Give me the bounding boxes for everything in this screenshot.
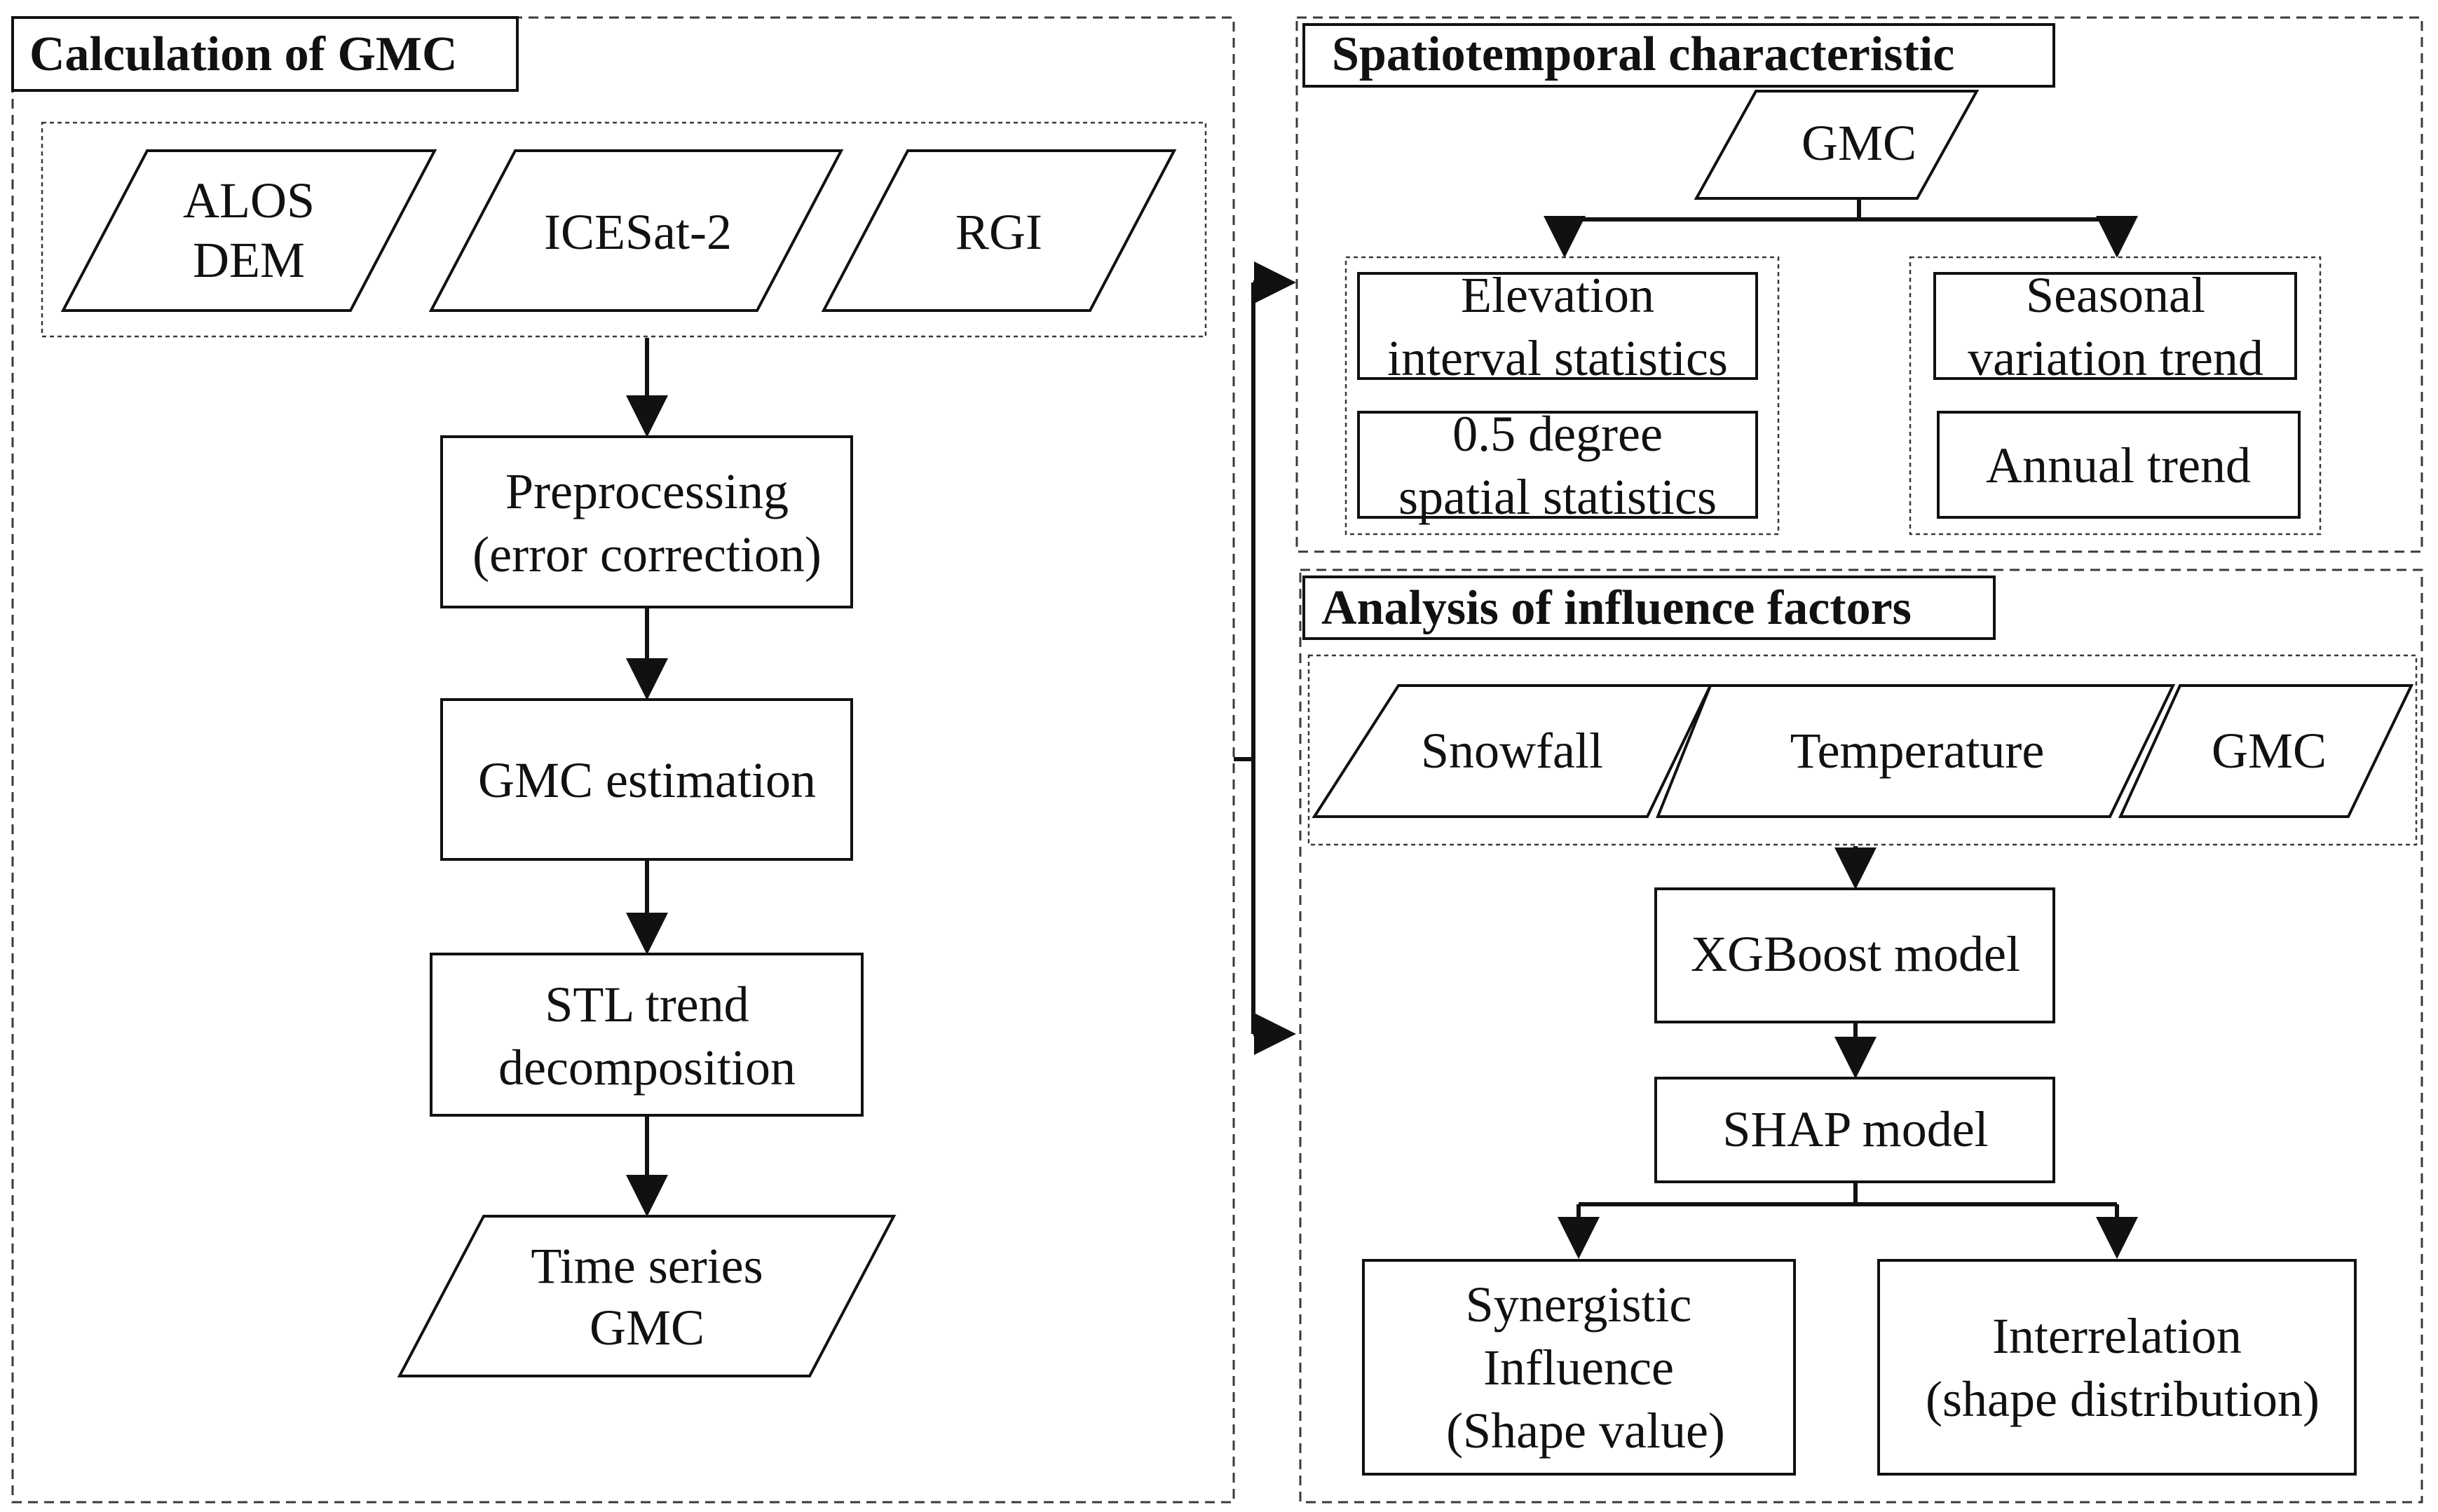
dem-label: DEM xyxy=(193,232,305,288)
gmc-estimation-label: GMC estimation xyxy=(478,752,816,808)
panel-influence: Analysis of influence factors Snowfall T… xyxy=(1299,568,2423,1504)
spatial-statistics-box: 0.5 degree spatial statistics xyxy=(1357,406,1758,525)
input-alos-dem: ALOS DEM xyxy=(60,149,437,312)
panel-spatiotemporal: Spatiotemporal characteristic GMC Elevat… xyxy=(1295,16,2423,553)
spatiotemporal-gmc-input: GMC xyxy=(1694,90,1980,200)
temperature-input: Temperature xyxy=(1656,684,2176,818)
annual-trend-box: Annual trend xyxy=(1937,411,2301,519)
shape-value-label: (Shape value) xyxy=(1446,1403,1725,1459)
spatiotemporal-gmc-label: GMC xyxy=(1802,115,1916,171)
rgi-label: RGI xyxy=(955,204,1042,260)
input-data-group xyxy=(41,121,1207,338)
preprocessing-box: Preprocessing (error correction) xyxy=(440,435,853,608)
error-correction-label: (error correction) xyxy=(472,526,822,583)
input-rgi: RGI xyxy=(821,149,1177,312)
influence-label: Influence xyxy=(1483,1340,1674,1396)
panel-spatiotemporal-title: Spatiotemporal characteristic xyxy=(1332,27,1954,81)
synergistic-influence-box: Synergistic Influence (Shape value) xyxy=(1362,1259,1796,1476)
interrelation-box: Interrelation (shape distribution) xyxy=(1877,1259,2357,1476)
panel-connector xyxy=(1234,261,1296,1055)
decomposition-label: decomposition xyxy=(498,1040,796,1096)
shape-distribution-label: (shape distribution) xyxy=(1926,1371,2320,1427)
factor-inputs-group xyxy=(1307,654,2418,846)
synergistic-label: Synergistic xyxy=(1466,1276,1692,1333)
xgboost-label: XGBoost model xyxy=(1691,926,2020,982)
seasonal-label: Seasonal xyxy=(2026,267,2205,323)
temperature-label: Temperature xyxy=(1790,723,2045,779)
alos-label: ALOS xyxy=(183,172,315,229)
variation-trend-label: variation trend xyxy=(1968,330,2263,386)
spatial-statistics-label: spatial statistics xyxy=(1398,469,1717,525)
timeseries-gmc-output: Time series GMC xyxy=(397,1215,897,1377)
xgboost-model-box: XGBoost model xyxy=(1654,887,2055,1023)
icesat2-label: ICESat-2 xyxy=(544,204,732,260)
seasonal-variation-box: Seasonal variation trend xyxy=(1933,267,2297,386)
panel-influence-title: Analysis of influence factors xyxy=(1321,581,1912,635)
panel-spatiotemporal-border xyxy=(1295,16,2423,553)
elevation-label: Elevation xyxy=(1461,267,1654,323)
panel-calculation-title-box xyxy=(11,16,519,92)
elevation-interval-box: Elevation interval statistics xyxy=(1357,267,1758,386)
interval-statistics-label: interval statistics xyxy=(1387,330,1728,386)
gmc-estimation-box: GMC estimation xyxy=(440,698,853,861)
shap-model-box: SHAP model xyxy=(1654,1077,2055,1183)
preprocessing-label: Preprocessing xyxy=(505,463,789,519)
influence-gmc-input: GMC xyxy=(2118,684,2414,818)
stl-decomposition-box: STL trend decomposition xyxy=(430,953,864,1117)
stl-trend-label: STL trend xyxy=(545,976,749,1033)
snowfall-input: Snowfall xyxy=(1312,684,1713,818)
panel-calculation-title: Calculation of GMC xyxy=(29,27,458,81)
panel-calculation-border xyxy=(11,16,1235,1504)
spatial-stats-group xyxy=(1344,256,1780,536)
panel-calculation: Calculation of GMC ALOS DEM ICESat-2 RGI… xyxy=(11,16,1235,1504)
annual-trend-label: Annual trend xyxy=(1986,437,2251,493)
influence-gmc-label: GMC xyxy=(2212,723,2327,779)
shap-label: SHAP model xyxy=(1722,1101,1988,1157)
half-degree-label: 0.5 degree xyxy=(1452,406,1663,462)
panel-influence-border xyxy=(1299,568,2423,1504)
panel-spatiotemporal-title-box xyxy=(1302,23,2055,88)
timeseries-gmc-label: GMC xyxy=(590,1300,704,1356)
snowfall-label: Snowfall xyxy=(1421,723,1603,779)
timeseries-label: Time series xyxy=(531,1238,763,1294)
panel-influence-title-box xyxy=(1302,575,1996,640)
temporal-trend-group xyxy=(1909,256,2322,536)
input-icesat2: ICESat-2 xyxy=(428,149,844,312)
interrelation-label: Interrelation xyxy=(1992,1308,2242,1364)
